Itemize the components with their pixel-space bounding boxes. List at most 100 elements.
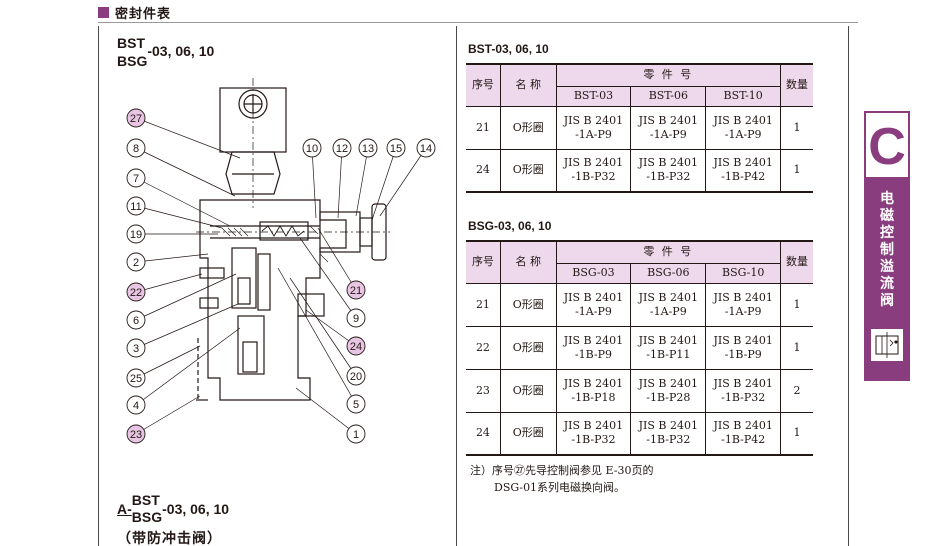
callout-circle	[416, 138, 436, 158]
leader-line	[135, 205, 223, 229]
callout-label: 9	[353, 313, 359, 325]
part-number-line: JIS B 2401	[713, 290, 773, 304]
row-number: 24	[466, 411, 501, 456]
callout-label: 10	[306, 143, 318, 155]
callout-3: 3	[126, 303, 239, 358]
part-number-line: JIS B 2401	[638, 333, 698, 347]
part-number-cell: JIS B 2401-1B-P32	[555, 411, 632, 456]
quantity: 2	[780, 368, 813, 413]
chapter-title-char: 控	[880, 225, 894, 241]
callout-label: 6	[133, 315, 139, 327]
part-number-line: JIS B 2401	[563, 156, 624, 170]
callout-circle	[126, 424, 146, 444]
part-number-line: JIS B 2401	[638, 290, 698, 304]
callout-circle	[332, 138, 352, 158]
callout-13: 13	[355, 138, 378, 217]
square-bullet-icon	[98, 6, 109, 18]
part-number-line: -1B-P32	[571, 170, 616, 184]
header-rule	[98, 22, 858, 23]
part-number-line: -1A-P9	[575, 304, 612, 318]
leader-line	[135, 303, 239, 349]
header-name: 名 称	[499, 63, 557, 107]
part-number-cell: JIS B 2401-1B-P32	[705, 368, 782, 413]
header-qty: 数量	[780, 63, 813, 107]
row-number: 21	[466, 282, 501, 327]
part-number-line: JIS B 2401	[638, 113, 698, 127]
part-number-cell: JIS B 2401-1B-P32	[555, 148, 632, 193]
part-number-cell: JIS B 2401-1A-P9	[630, 282, 707, 327]
callout-label: 21	[350, 285, 362, 297]
callout-21: 21	[317, 227, 366, 300]
callout-15: 15	[371, 138, 406, 221]
part-number-cell: JIS B 2401-1B-P28	[630, 368, 707, 413]
callout-circle	[346, 394, 366, 414]
row-number: 24	[466, 148, 501, 193]
callout-circle	[126, 368, 146, 388]
part-number-cell: JIS B 2401-1B-P32	[630, 411, 707, 456]
header-num: 序号	[466, 240, 501, 284]
callout-10: 10	[302, 138, 322, 219]
leader-line	[371, 147, 397, 221]
model-line-2: BSG	[131, 509, 163, 525]
quantity: 1	[780, 325, 813, 370]
header-name: 名 称	[499, 240, 557, 284]
callout-5: 5	[277, 267, 366, 414]
leader-line	[135, 327, 241, 406]
footnote: 注）序号㉗先导控制阀参见 E-30页的 DSG-01系列电磁换向阀。	[470, 462, 653, 496]
callout-label: 23	[130, 429, 142, 441]
header-part-number: 零 件 号	[555, 240, 782, 264]
chapter-title-char: 制	[880, 242, 894, 258]
part-number-cell: JIS B 2401-1B-P9	[705, 325, 782, 370]
part-number-line: -1B-P32	[721, 390, 766, 404]
model-prefix: A-	[117, 501, 132, 517]
part-number-line: JIS B 2401	[563, 113, 624, 127]
leader-line	[135, 253, 209, 263]
quantity: 1	[780, 282, 813, 327]
part-number-line: JIS B 2401	[713, 419, 773, 433]
callout-circle	[346, 308, 366, 328]
callout-circle	[358, 138, 378, 158]
header-part-number: 零 件 号	[555, 63, 782, 87]
part-number-cell: JIS B 2401-1A-P9	[630, 105, 707, 150]
chapter-title-char: 溢	[880, 259, 894, 275]
callout-12: 12	[332, 138, 352, 219]
callout-circle	[126, 282, 146, 302]
callout-label: 14	[420, 143, 432, 155]
callout-label: 7	[133, 173, 139, 185]
part-name: O形圈	[499, 105, 557, 150]
part-number-line: JIS B 2401	[713, 333, 773, 347]
section-header: 密封件表	[98, 2, 171, 22]
part-number-line: -1B-P9	[574, 347, 613, 361]
callout-circle	[346, 366, 366, 386]
leader-line	[289, 277, 357, 377]
part-number-line: JIS B 2401	[638, 419, 698, 433]
frame-divider	[456, 26, 457, 546]
header-model: BST-03	[555, 85, 632, 107]
callout-label: 2	[133, 257, 139, 269]
chapter-title-char: 阀	[880, 293, 894, 309]
model-designation-shockless: A- BST BSG -03, 06, 10 （带防冲击阀）	[117, 492, 229, 546]
part-number-cell: JIS B 2401-1A-P9	[705, 105, 782, 150]
callout-label: 19	[130, 229, 142, 241]
callout-label: 11	[130, 201, 141, 213]
part-number-line: -1B-P32	[571, 433, 616, 447]
callout-19: 19	[126, 224, 218, 244]
part-number-cell: JIS B 2401-1B-P18	[555, 368, 632, 413]
model-line-2: BSG	[117, 53, 148, 69]
model-line-1: BST	[117, 35, 145, 51]
part-name: O形圈	[499, 368, 557, 413]
callout-4: 4	[126, 327, 241, 415]
header-qty: 数量	[780, 240, 813, 284]
callout-25: 25	[126, 345, 201, 388]
chapter-title: 电磁控制溢流阀	[864, 191, 910, 310]
part-number-line: -1B-P11	[646, 347, 691, 361]
part-number-line: -1B-P28	[646, 390, 691, 404]
callout-label: 5	[353, 399, 359, 411]
part-number-cell: JIS B 2401-1A-P9	[555, 105, 632, 150]
header-model: BSG-03	[555, 262, 632, 284]
leader-line	[299, 237, 357, 319]
